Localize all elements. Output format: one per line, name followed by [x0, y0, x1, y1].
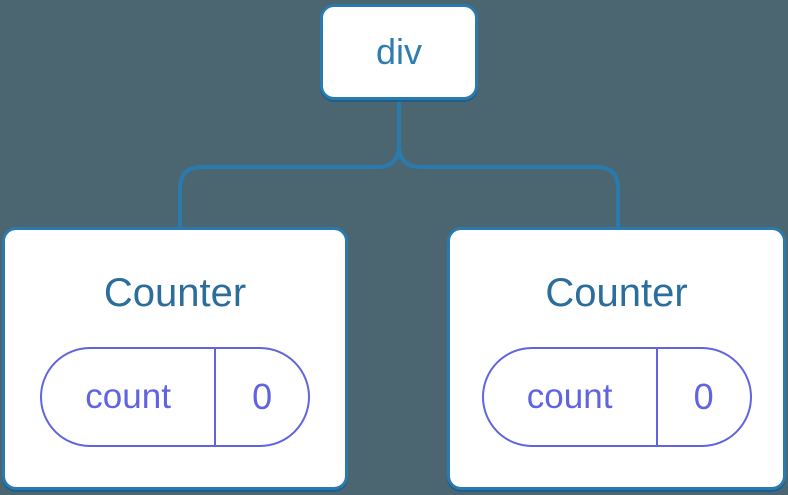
- state-pill: count 0: [40, 347, 310, 447]
- tree-node-counter-left: Counter count 0: [2, 227, 348, 490]
- tree-node-div: div: [320, 4, 478, 100]
- component-title: Counter: [103, 271, 247, 315]
- tree-node-counter-right: Counter count 0: [447, 227, 786, 490]
- state-key-label: count: [42, 349, 217, 445]
- state-value: 0: [252, 376, 273, 417]
- component-title: Counter: [545, 271, 688, 315]
- state-key-label: count: [484, 349, 658, 445]
- node-div-label: div: [375, 31, 423, 72]
- state-pill: count 0: [481, 347, 752, 447]
- state-value: 0: [693, 376, 714, 417]
